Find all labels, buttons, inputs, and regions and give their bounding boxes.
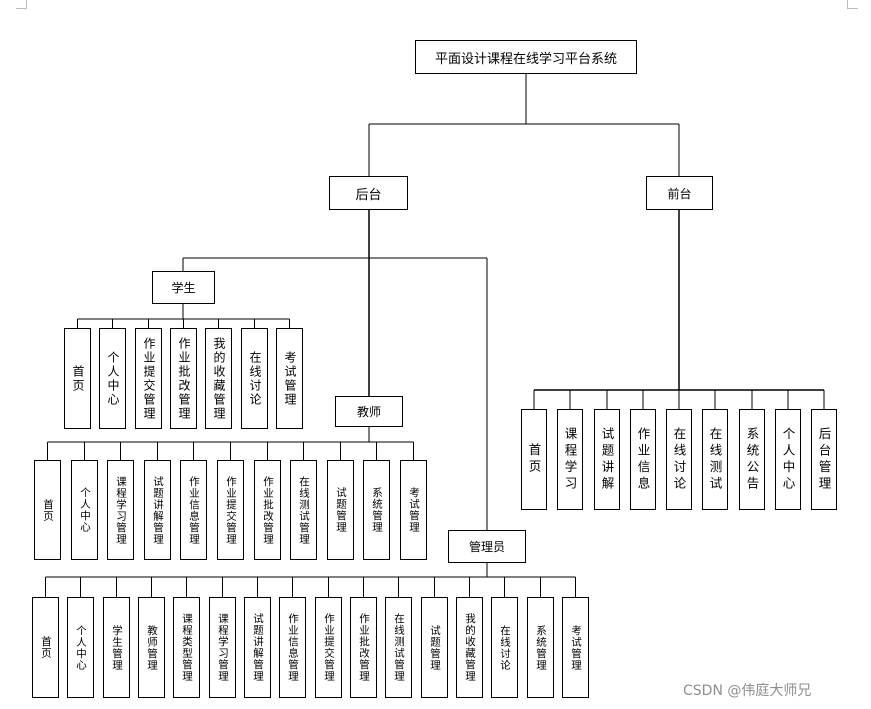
frontend-item: 个人中心 [775, 409, 801, 510]
student-item: 个人中心 [99, 328, 126, 429]
admin-item: 首页 [32, 597, 59, 698]
admin-item: 个人中心 [67, 597, 94, 698]
teacher-item: 试题讲解管理 [144, 460, 171, 560]
teacher-item: 考试管理 [400, 460, 427, 560]
frontend-item: 在线讨论 [666, 409, 692, 510]
student-item: 首页 [64, 328, 91, 429]
teacher-item: 作业信息管理 [180, 460, 207, 560]
admin-item: 教师管理 [138, 597, 165, 698]
admin-item: 我的收藏管理 [456, 597, 483, 698]
admin-item: 在线讨论 [491, 597, 518, 698]
teacher-item: 首页 [34, 460, 61, 560]
teacher-item: 系统管理 [363, 460, 390, 560]
admin-item: 作业批改管理 [350, 597, 377, 698]
frontend-item: 系统公告 [739, 409, 765, 510]
admin-item: 试题管理 [421, 597, 448, 698]
teacher-item: 课程学习管理 [107, 460, 134, 560]
admin-item: 考试管理 [562, 597, 589, 698]
frontend-item: 课程学习 [557, 409, 583, 510]
student-item: 在线讨论 [241, 328, 268, 429]
root-node: 平面设计课程在线学习平台系统 [415, 40, 637, 74]
admin-item: 试题讲解管理 [244, 597, 271, 698]
student-item: 考试管理 [276, 328, 303, 429]
teacher-node: 教师 [335, 396, 403, 427]
admin-item: 课程类型管理 [173, 597, 200, 698]
teacher-item: 在线测试管理 [290, 460, 317, 560]
admin-item: 在线测试管理 [385, 597, 412, 698]
watermark: CSDN @伟庭大师兄 [683, 683, 812, 699]
student-node: 学生 [152, 271, 215, 304]
teacher-item: 作业批改管理 [254, 460, 281, 560]
frontend-item: 首页 [521, 409, 547, 510]
admin-item: 学生管理 [103, 597, 130, 698]
admin-item: 作业提交管理 [315, 597, 342, 698]
frontend-item: 试题讲解 [594, 409, 620, 510]
admin-item: 课程学习管理 [209, 597, 236, 698]
page-corner-mark [847, 0, 858, 9]
admin-node: 管理员 [448, 530, 526, 563]
teacher-item: 试题管理 [327, 460, 354, 560]
admin-item: 系统管理 [527, 597, 554, 698]
student-item: 作业批改管理 [170, 328, 197, 429]
student-item: 作业提交管理 [135, 328, 162, 429]
backend-node: 后台 [329, 176, 408, 210]
page-corner-mark [16, 0, 27, 9]
frontend-node: 前台 [646, 176, 713, 210]
admin-item: 作业信息管理 [279, 597, 306, 698]
student-item: 我的收藏管理 [205, 328, 232, 429]
teacher-item: 个人中心 [71, 460, 98, 560]
frontend-item: 作业信息 [630, 409, 656, 510]
frontend-item: 后台管理 [811, 409, 837, 510]
teacher-item: 作业提交管理 [217, 460, 244, 560]
frontend-item: 在线测试 [702, 409, 728, 510]
